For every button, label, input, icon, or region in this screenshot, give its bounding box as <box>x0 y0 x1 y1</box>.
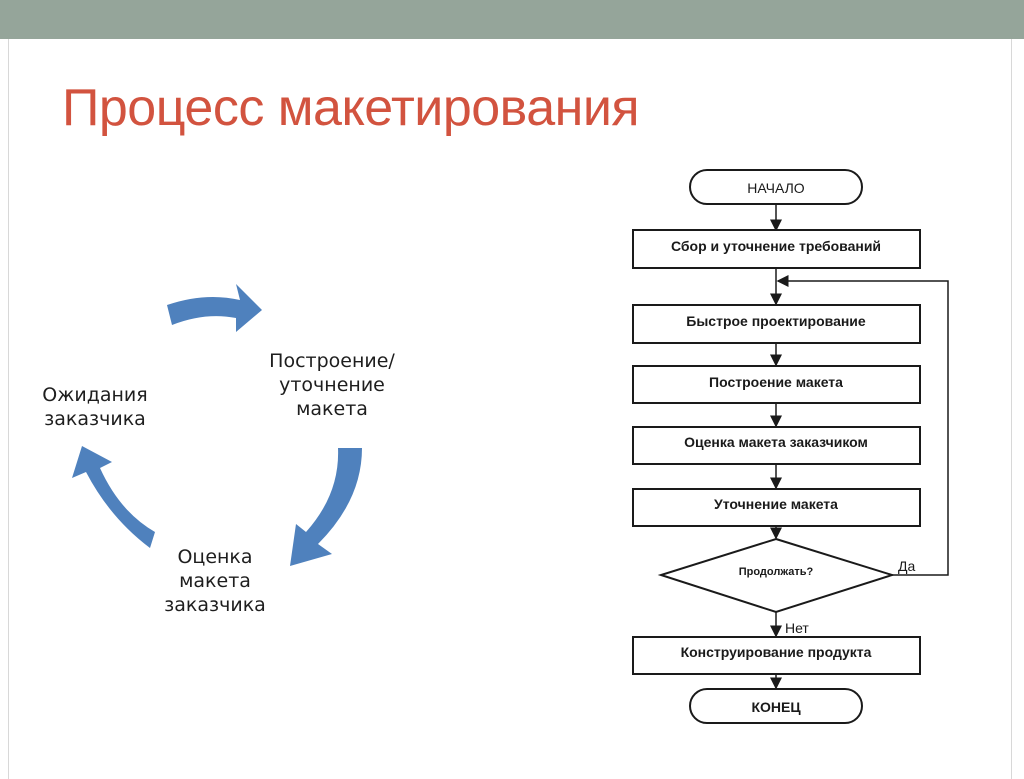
cycle-label-build: Построение/ уточнение макета <box>262 350 402 421</box>
flowchart-decision <box>657 537 896 614</box>
cycle-label-wait: Ожидания заказчика <box>20 384 170 432</box>
cycle-arrow-left <box>72 446 155 548</box>
flowchart-step-5 <box>632 488 921 527</box>
flowchart-step-2 <box>632 304 921 344</box>
flowchart-step-3 <box>632 365 921 404</box>
flowchart-yes-label: Да <box>898 558 915 574</box>
cycle-label-line: заказчика <box>164 593 266 616</box>
cycle-label-line: заказчика <box>44 407 146 430</box>
cycle-arrow-top <box>167 284 262 332</box>
cycle-label-line: уточнение <box>279 373 385 396</box>
cycle-label-line: Ожидания <box>42 384 148 406</box>
flowchart-step-label: Быстрое проектирование <box>686 313 866 329</box>
flowchart-start-label: НАЧАЛО <box>747 180 805 196</box>
cycle-label-line: макета <box>296 397 368 420</box>
cycle-label-line: Оценка <box>177 546 253 568</box>
flowchart-final-step-label: Конструирование продукта <box>681 644 872 660</box>
cycle-label-line: Построение/ <box>269 350 395 372</box>
slide-title: Процесс макетирования <box>62 79 640 137</box>
flowchart-end-label: КОНЕЦ <box>751 699 801 715</box>
top-bar <box>0 0 1024 39</box>
flowchart-no-label: Нет <box>785 620 809 636</box>
flowchart-start <box>689 169 863 205</box>
flowchart-step-4 <box>632 426 921 465</box>
cycle-arrow-right <box>290 448 362 566</box>
slide-frame <box>8 39 1012 779</box>
flowchart-step-label: Уточнение макета <box>714 496 838 512</box>
flowchart-end <box>689 688 863 724</box>
flowchart-step-label: Построение макета <box>709 374 843 390</box>
flowchart-step-label: Сбор и уточнение требований <box>671 238 881 254</box>
cycle-label-line: макета <box>179 569 251 592</box>
flowchart-connectors <box>770 204 949 690</box>
flowchart-step-label: Оценка макета заказчиком <box>684 434 868 450</box>
flowchart-step-1 <box>632 229 921 269</box>
flowchart-final-step <box>632 636 921 675</box>
flowchart-decision-label: Продолжать? <box>739 566 814 578</box>
cycle-label-eval: Оценка макета заказчика <box>150 546 280 617</box>
